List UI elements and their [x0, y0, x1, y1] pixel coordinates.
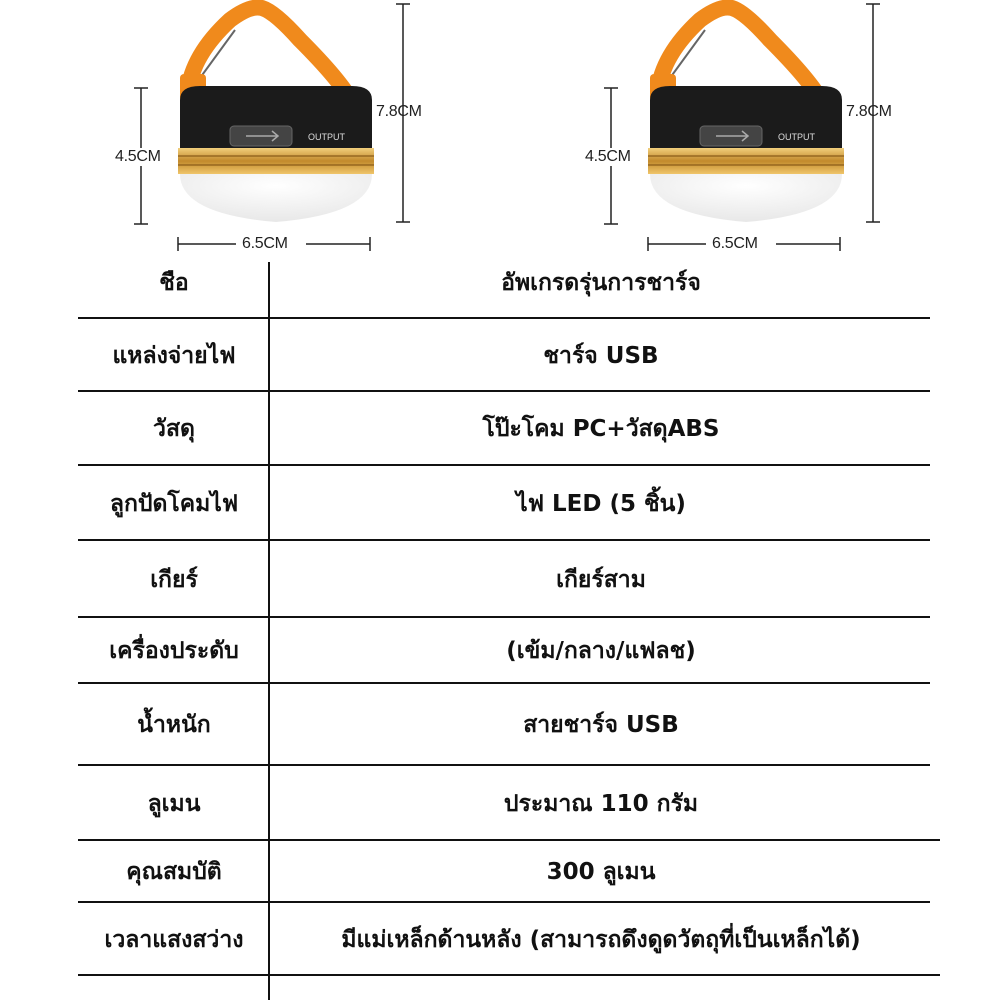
row-divider — [78, 539, 930, 541]
height-total-label: 7.8CM — [846, 103, 892, 120]
row-divider — [78, 317, 930, 319]
spec-label: เกียร์ — [150, 566, 198, 593]
table-row: แหล่งจ่ายไฟ ชาร์จ USB — [78, 319, 940, 392]
usb-icon — [716, 130, 750, 142]
spec-value: เกียร์สาม — [556, 566, 646, 593]
row-divider — [78, 839, 940, 841]
lantern-body — [180, 86, 372, 150]
spec-value: สายชาร์จ USB — [523, 712, 679, 738]
spec-label: ชือ — [159, 270, 189, 296]
width-label: 6.5CM — [242, 235, 288, 252]
row-divider — [78, 901, 930, 903]
height-body-label: 4.5CM — [115, 148, 161, 166]
diffuser-dome — [180, 174, 372, 222]
spec-label: คุณสมบัติ — [126, 859, 222, 885]
lantern-illustration: OUTPUT — [134, 0, 410, 251]
height-body-label: 4.5CM — [585, 148, 631, 166]
spec-value: มีแม่เหล็กด้านหลัง (สามารถดึงดูดวัตถุที่… — [341, 926, 861, 953]
table-row: เครื่องประดับ (เข้ม/กลาง/แฟลช) — [78, 618, 940, 684]
table-row: ชือ อัพเกรดรุ่นการชาร์จ — [78, 247, 940, 319]
table-row: วัสดุ โป๊ะโคม PC+วัสดุABS — [78, 392, 940, 466]
carabiner-wire — [669, 29, 706, 79]
table-row: น้ำหนัก สายชาร์จ USB — [78, 684, 940, 766]
spec-label: วัสดุ — [153, 416, 195, 442]
spec-label: ลูเมน — [147, 790, 201, 817]
row-divider — [78, 616, 930, 618]
row-divider — [78, 390, 930, 392]
spec-value: (เข้ม/กลาง/แฟลช) — [506, 638, 696, 664]
spec-label: ลูกปัดโคมไฟ — [109, 490, 239, 517]
handle-hook — [650, 0, 830, 110]
lantern-illustration: OUTPUT — [604, 0, 880, 251]
output-label: OUTPUT — [308, 132, 346, 142]
spec-value: ไฟ LED (5 ชิ้น) — [516, 490, 686, 517]
handle-hook — [180, 0, 360, 110]
spec-value: อัพเกรดรุ่นการชาร์จ — [501, 270, 701, 296]
spec-value: ประมาณ 110 กรัม — [503, 790, 699, 817]
spec-value: โป๊ะโคม PC+วัสดุABS — [482, 416, 720, 442]
gold-ring — [648, 148, 844, 174]
spec-value: ชาร์จ USB — [543, 342, 659, 369]
diffuser-dome — [650, 174, 842, 222]
lantern-body — [650, 86, 842, 150]
output-label: OUTPUT — [778, 132, 816, 142]
table-row: ลูกปัดโคมไฟ ไฟ LED (5 ชิ้น) — [78, 466, 940, 541]
spec-label: น้ำหนัก — [137, 712, 211, 738]
spec-label: แหล่งจ่ายไฟ — [112, 342, 236, 369]
row-divider — [78, 682, 930, 684]
spec-label: เครื่องประดับ — [109, 638, 239, 664]
carabiner-wire — [199, 29, 236, 79]
row-divider — [78, 974, 940, 976]
table-row: เกียร์ เกียร์สาม — [78, 541, 940, 618]
table-column-divider — [268, 262, 270, 1000]
row-divider — [78, 464, 930, 466]
spec-label: เวลาแสงสว่าง — [104, 926, 244, 953]
table-row: ลูเมน ประมาณ 110 กรัม — [78, 766, 940, 841]
product-figure-right: OUTPUT 7.8CM 4.5CM 6.5CM — [470, 0, 970, 262]
height-total-label: 7.8CM — [376, 103, 422, 120]
gold-ring — [178, 148, 374, 174]
spec-value: 300 ลูเมน — [546, 859, 656, 885]
width-label: 6.5CM — [712, 235, 758, 252]
spec-table: ชือ อัพเกรดรุ่นการชาร์จ แหล่งจ่ายไฟ ชาร์… — [78, 247, 940, 976]
table-row: เวลาแสงสว่าง มีแม่เหล็กด้านหลัง (สามารถด… — [78, 903, 940, 976]
product-figure-left: OUTPUT 7.8CM 4.5CM 6.5CM — [0, 0, 500, 262]
row-divider — [78, 764, 930, 766]
usb-icon — [246, 130, 280, 142]
table-row: คุณสมบัติ 300 ลูเมน — [78, 841, 940, 903]
